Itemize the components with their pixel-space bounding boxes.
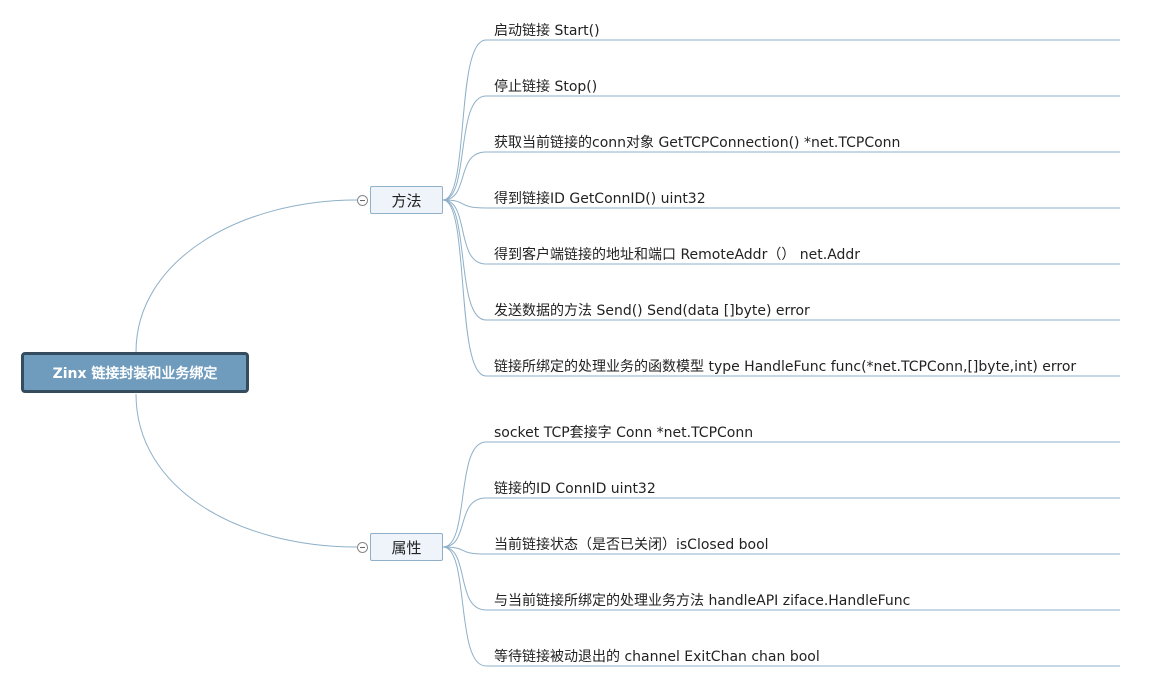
leaf-prop-is-closed[interactable]: 当前链接状态（是否已关闭）isClosed bool <box>494 537 769 553</box>
leaf-method-handle-func[interactable]: 链接所绑定的处理业务的函数模型 type HandleFunc func(*ne… <box>494 359 1077 375</box>
root-topic[interactable]: Zinx 链接封装和业务绑定 <box>21 352 249 393</box>
edge-methods-leaf-5 <box>442 199 1120 321</box>
leaf-method-get-conn-id[interactable]: 得到链接ID GetConnID() uint32 <box>494 191 706 207</box>
edge-methods-leaf-6 <box>442 199 1120 377</box>
edge-methods-leaf-2 <box>442 151 1120 201</box>
edge-methods-leaf-0 <box>442 39 1120 201</box>
leaf-method-stop[interactable]: 停止链接 Stop() <box>494 79 598 95</box>
leaf-method-start[interactable]: 启动链接 Start() <box>494 23 600 39</box>
leaf-method-remote-addr[interactable]: 得到客户端链接的地址和端口 RemoteAddr（） net.Addr <box>494 247 861 263</box>
edge-properties-leaf-0 <box>442 441 1120 548</box>
leaf-prop-conn-id[interactable]: 链接的ID ConnID uint32 <box>494 481 656 497</box>
leaf-method-get-tcp-connection[interactable]: 获取当前链接的conn对象 GetTCPConnection() *net.TC… <box>494 135 901 151</box>
edge-properties-leaf-2 <box>442 546 1120 555</box>
edge-properties-leaf-3 <box>442 546 1120 611</box>
edge-root-properties <box>135 393 358 548</box>
collapse-properties-icon[interactable] <box>357 542 368 553</box>
leaf-prop-exit-chan[interactable]: 等待链接被动退出的 channel ExitChan chan bool <box>494 649 820 665</box>
leaf-prop-handle-api[interactable]: 与当前链接所绑定的处理业务方法 handleAPI ziface.HandleF… <box>494 593 911 609</box>
edge-properties-leaf-1 <box>442 497 1120 548</box>
edge-methods-leaf-3 <box>442 199 1120 209</box>
edge-methods-leaf-4 <box>442 199 1120 265</box>
branch-topic-properties[interactable]: 属性 <box>370 533 443 561</box>
leaf-method-send[interactable]: 发送数据的方法 Send() Send(data []byte) error <box>494 303 810 319</box>
branch-topic-methods[interactable]: 方法 <box>370 186 443 214</box>
edge-methods-leaf-1 <box>442 95 1120 201</box>
collapse-methods-icon[interactable] <box>357 195 368 206</box>
leaf-prop-conn[interactable]: socket TCP套接字 Conn *net.TCPConn <box>494 425 754 441</box>
edge-properties-leaf-4 <box>442 546 1120 667</box>
edge-root-methods <box>135 199 358 353</box>
